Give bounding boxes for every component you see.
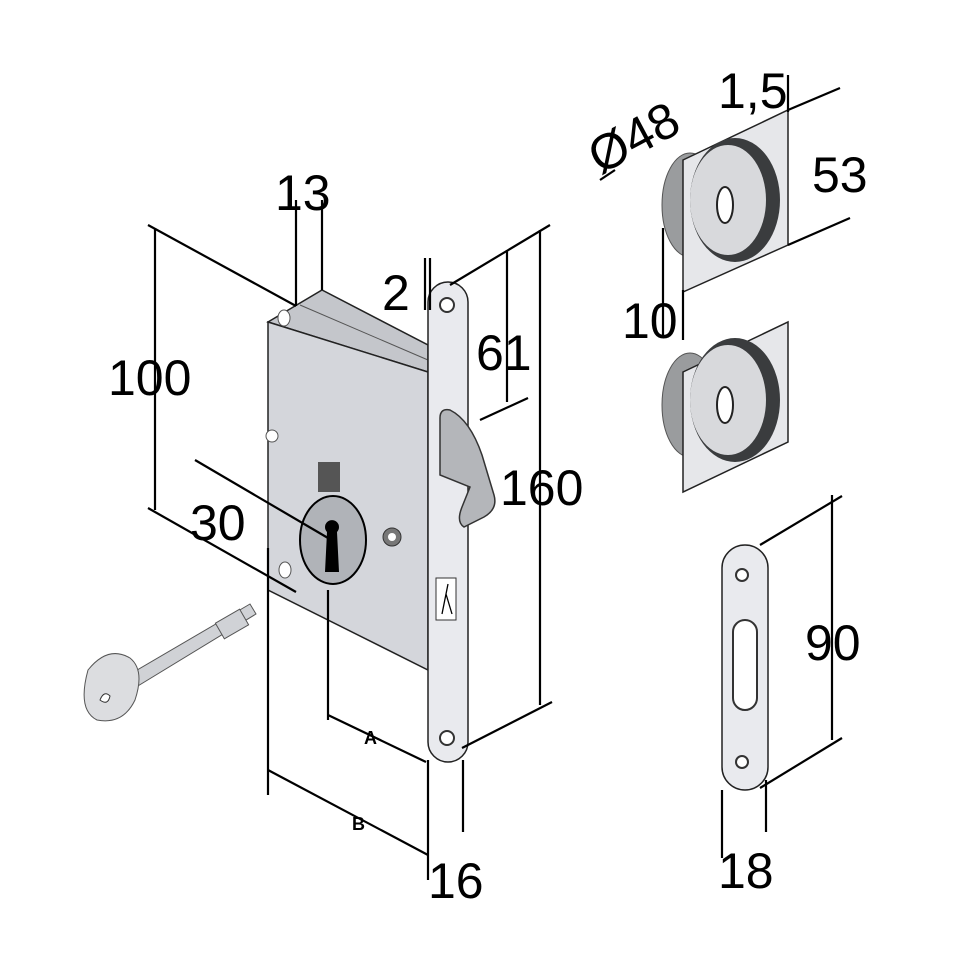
lock-body: [265, 289, 429, 672]
dim-13: 13: [275, 165, 331, 221]
key: [83, 603, 257, 722]
label-b: B: [352, 814, 365, 834]
dim-2: 2: [382, 265, 410, 321]
dim-10: 10: [622, 293, 678, 349]
hook-bolt: [439, 408, 496, 528]
dim-160: 160: [500, 460, 583, 516]
dim-100: 100: [108, 350, 191, 406]
escutcheon-top: [661, 108, 789, 294]
escutcheon-bottom: [661, 320, 789, 494]
dim-18: 18: [718, 843, 774, 899]
dim-90: 90: [805, 615, 861, 671]
dim-16: 16: [428, 853, 484, 909]
strike-plate: [721, 544, 769, 791]
faceplate: [427, 281, 496, 763]
dimension-lines: [147, 200, 553, 880]
brand-logo: [435, 577, 457, 621]
escutcheon-dimension-lines: [599, 75, 851, 340]
dim-1-5: 1,5: [718, 63, 788, 119]
dim-61: 61: [476, 325, 532, 381]
dim-30: 30: [190, 495, 246, 551]
cylinder-window: [318, 462, 340, 492]
dim-53: 53: [812, 147, 868, 203]
keyhole-icon: [325, 520, 339, 572]
label-a: A: [364, 728, 377, 748]
strike-dimension-lines: [720, 495, 843, 858]
